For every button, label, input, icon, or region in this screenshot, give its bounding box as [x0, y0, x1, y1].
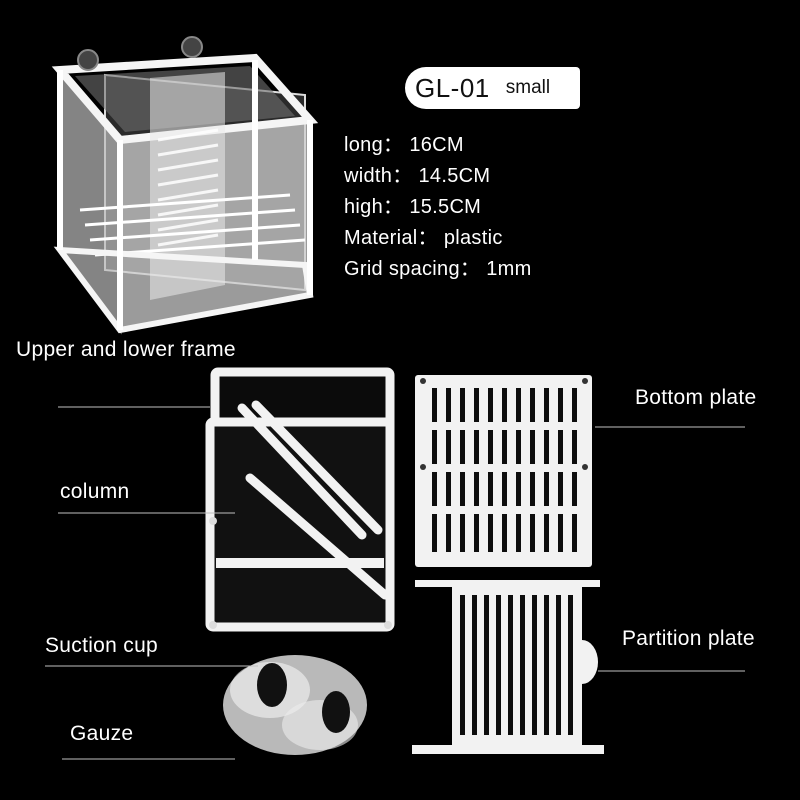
label-bottom-plate: Bottom plate [635, 386, 757, 409]
label-column: column [60, 480, 130, 503]
spec-key: Grid spacing： [344, 258, 481, 280]
label-gauze: Gauze [70, 722, 134, 745]
model-code: GL-01 [415, 72, 490, 103]
suction-cups [257, 663, 350, 733]
spec-value: 1mm [486, 258, 532, 280]
label-suction-cup: Suction cup [45, 634, 159, 657]
spec-value: 16CM [409, 134, 464, 156]
specifications-list: long：16CM width：14.5CM high：15.5CM Mater… [344, 130, 532, 285]
columns [237, 400, 390, 600]
spec-high: high：15.5CM [344, 192, 532, 223]
leader-lines [45, 406, 745, 760]
assembled-breeding-box [51, 36, 319, 335]
spec-material: Material：plastic [344, 223, 532, 254]
spec-grid-spacing: Grid spacing：1mm [344, 254, 532, 285]
spec-long: long：16CM [344, 130, 532, 161]
spec-key: Material： [344, 227, 438, 249]
spec-value: plastic [443, 227, 503, 249]
spec-key: width： [344, 165, 413, 187]
model-size: small [505, 77, 551, 98]
spec-key: high： [344, 196, 404, 218]
upper-lower-frames [205, 367, 395, 632]
bottom-plate [415, 375, 592, 567]
model-badge: GL-01 small [405, 67, 580, 109]
label-upper-lower-frame: Upper and lower frame [16, 338, 236, 361]
label-partition-plate: Partition plate [622, 627, 755, 650]
spec-width: width：14.5CM [344, 161, 532, 192]
spec-value: 15.5CM [409, 196, 482, 218]
partition-plate [412, 580, 604, 754]
spec-value: 14.5CM [418, 165, 491, 187]
spec-key: long： [344, 134, 404, 156]
